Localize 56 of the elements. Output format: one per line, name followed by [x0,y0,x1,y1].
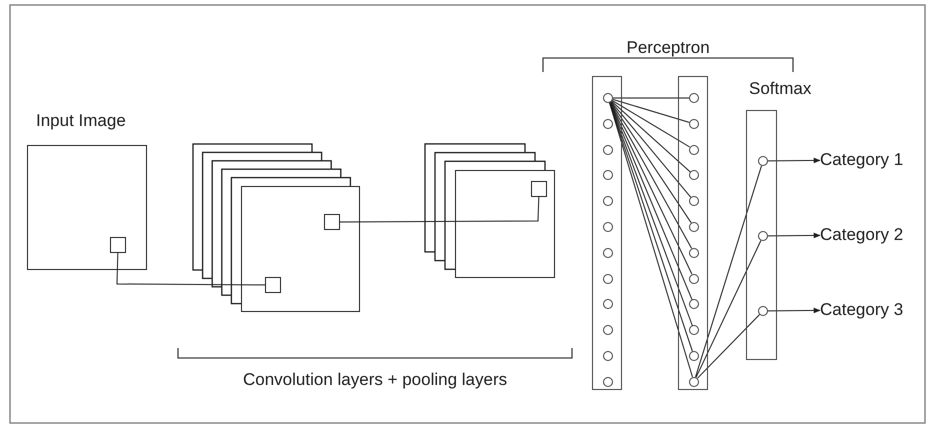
neuron-circle [603,351,613,361]
neuron-circle [689,170,699,180]
connection-line [695,165,762,378]
neuron-circle [689,299,699,310]
neuron-circle [689,274,699,284]
feature-map [241,186,360,312]
neuron-circle [689,248,699,258]
neuron-layer-bar [678,76,708,390]
output-label: Category 1 [820,150,904,170]
connection-line [612,100,690,148]
neuron-circle [689,376,699,387]
layer-heading: Input Image [36,111,126,131]
arrow [768,232,821,238]
neuron-circle [603,376,613,387]
neuron-circle [689,222,699,232]
neuron-circle [603,325,613,336]
neuron-circle [689,144,699,155]
neuron-circle [689,93,699,103]
connection-line [611,100,691,172]
neuron-circle [689,196,699,206]
connection-line [116,252,266,286]
connection-line [696,240,762,378]
neuron-circle [689,118,699,129]
bracket-label: Perceptron [626,38,710,58]
neuron-circle [603,222,613,232]
arrow [768,158,821,164]
neuron-circle [758,231,768,241]
connection-line [610,101,692,198]
neuron-layer-bar [592,76,622,390]
neuron-circle [689,351,699,361]
output-label: Category 2 [820,225,904,245]
connection-line [610,102,692,224]
arrow [768,308,821,314]
neuron-circle [603,93,613,103]
feature-map [455,170,555,278]
receptive-field-square [110,237,126,253]
neuron-circle [603,299,613,310]
neuron-circle [603,196,613,206]
neuron-circle [603,274,613,284]
receptive-field-square [265,277,281,293]
connection-line [610,102,692,249]
neuron-circle [689,325,699,336]
neuron-circle [603,170,613,180]
receptive-field-square [324,214,340,230]
neuron-circle [758,306,768,316]
layer-heading: Softmax [749,79,812,99]
neuron-circle [603,144,613,155]
neuron-circle [603,248,613,258]
neuron-circle [758,156,768,166]
connection-line [612,98,690,123]
neuron-circle [603,118,613,129]
bracket-label: Convolution layers + pooling layers [243,370,508,390]
connection-line [340,196,540,222]
connection-line [697,314,760,379]
output-label: Category 3 [820,300,904,320]
receptive-field-square [531,181,547,197]
